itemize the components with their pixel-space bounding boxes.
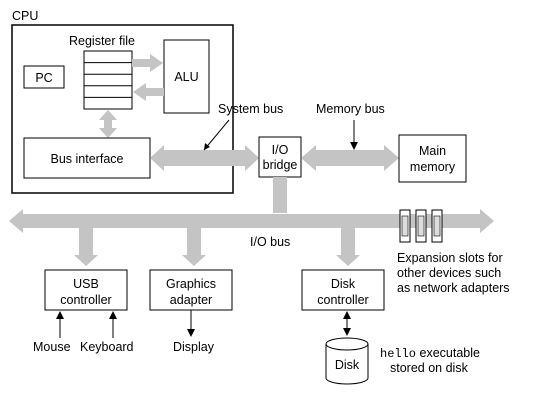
io-bridge-label-2: bridge: [263, 158, 298, 172]
bus-interface-box: [23, 137, 151, 179]
memory-bus-pointer: [350, 142, 358, 150]
graphics-label-2: adapter: [170, 293, 212, 307]
disk-down-arrow: [343, 328, 351, 336]
system-bus-label: System bus: [218, 102, 283, 116]
io-bus-to-graphics: [182, 228, 206, 266]
cpu-box: [11, 24, 234, 194]
pc-label: PC: [35, 71, 52, 85]
hello-rest: executable: [416, 346, 480, 360]
usb-label-2: controller: [60, 293, 111, 307]
keyboard-arrow: [109, 311, 117, 319]
main-memory-label-1: Main: [419, 144, 446, 158]
keyboard-label: Keyboard: [80, 340, 134, 354]
display-arrow: [187, 329, 195, 337]
memory-bus: [301, 145, 399, 171]
io-bridge-box: [258, 136, 302, 178]
disk-label: Disk: [335, 358, 360, 372]
disk-icon: [325, 337, 369, 385]
cpu-label: CPU: [12, 9, 38, 23]
expansion-label-3: as network adapters: [397, 281, 510, 295]
bus-interface-label: Bus interface: [51, 152, 124, 166]
system-bus-pointer: [204, 143, 210, 150]
main-memory-label-2: memory: [410, 160, 456, 174]
io-bus-to-usb: [74, 228, 98, 266]
alu-label: ALU: [174, 70, 198, 84]
main-memory-box: [398, 134, 467, 183]
system-bus-right: [231, 145, 259, 171]
memory-bus-label: Memory bus: [316, 102, 385, 116]
hello-label-1: hello executable: [380, 346, 480, 361]
alu-to-regfile-arrow: [133, 83, 164, 101]
disk-controller-label-2: controller: [317, 293, 368, 307]
disk-up-arrow: [343, 311, 351, 319]
bridge-to-io-bus: [273, 177, 287, 213]
register-file: [83, 50, 133, 110]
hello-code: hello: [380, 347, 416, 361]
display-label: Display: [173, 340, 215, 354]
graphics-label-1: Graphics: [166, 277, 216, 291]
regfile-bus-arrow: [99, 110, 117, 138]
mouse-label: Mouse: [33, 340, 71, 354]
register-file-label: Register file: [69, 34, 135, 48]
usb-controller-box: [44, 269, 128, 311]
io-bus-label: I/O bus: [250, 235, 290, 249]
io-bus: [9, 209, 494, 233]
io-bus-to-disk-controller: [336, 228, 360, 266]
regfile-to-alu-arrow: [132, 54, 163, 72]
expansion-slots: [399, 209, 443, 243]
alu-box: [163, 39, 210, 114]
usb-label-1: USB: [73, 277, 99, 291]
hello-label-2: stored on disk: [390, 361, 469, 375]
disk-controller-label-1: Disk: [331, 277, 356, 291]
pc-box: [23, 65, 65, 89]
expansion-label-1: Expansion slots for: [397, 251, 503, 265]
expansion-label-2: other devices such: [397, 266, 501, 280]
disk-controller-box: [301, 269, 385, 311]
io-bridge-label-1: I/O: [272, 143, 289, 157]
system-bus-left: [150, 145, 230, 171]
mouse-arrow: [56, 311, 64, 319]
